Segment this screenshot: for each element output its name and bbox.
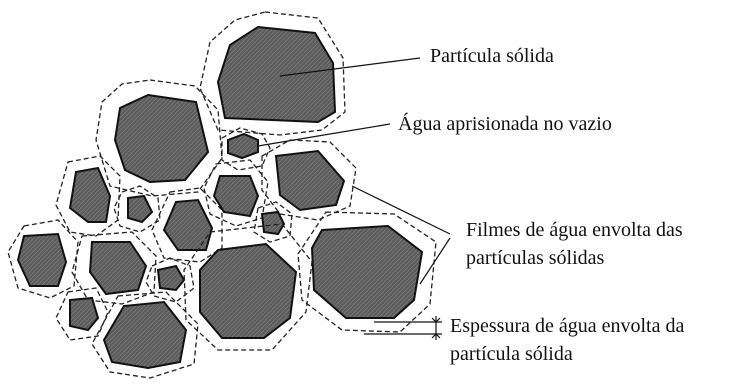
solid-particle-left-lower [90,242,146,294]
thickness-marker [364,316,442,340]
label-thickness-line1: Espessura de água envolta da [450,314,684,338]
particle-group-bottom-center [92,292,198,378]
particle-group-right [298,212,436,332]
particle-group-tiny-right [254,202,292,242]
label-thickness-line2: partícula sólida [450,342,573,366]
solid-particle-trapped [228,134,258,158]
solid-particle-bottom-center [104,302,186,368]
particle-group-far-left [8,220,78,298]
solid-particle-mid-right [276,151,344,210]
solid-particle-lower-center [200,244,296,338]
solid-particle-small-a [128,196,152,222]
particle-group-small-a [114,186,160,232]
particle-group-left-mid [56,156,120,236]
label-trapped-water: Água aprisionada no vazio [398,112,612,136]
particle-group-trapped [222,128,270,170]
particle-group-center [152,188,222,262]
label-water-films-line1: Filmes de água envolta das [466,218,683,242]
particle-group-lower-center [184,224,312,350]
solid-particle-upper-left [115,95,208,182]
particle-group-small-b [146,258,194,302]
label-water-films-line2: partículas sólidas [466,246,604,270]
particle-group-bottom-left [56,288,108,340]
particle-group-upper-left [96,80,222,196]
solid-particle-mid-center [214,176,258,216]
solid-particle-small-b [158,266,184,290]
particle-group-left-lower [72,232,156,304]
solid-particle-right [312,226,422,318]
particle-group-mid-right [262,140,356,220]
solid-particle-left-mid [70,168,110,222]
solid-particle-bottom-left [70,298,98,330]
solid-particle-center [164,200,212,250]
label-solid-particle: Partícula sólida [430,44,554,68]
solid-particle-far-left [18,234,66,286]
particle-group-top [200,12,345,135]
solid-particle-tiny-right [262,212,284,234]
solid-particle-top [218,27,335,122]
leader-line-water-films-lower [420,238,450,284]
particle-group-mid-center [204,160,268,226]
